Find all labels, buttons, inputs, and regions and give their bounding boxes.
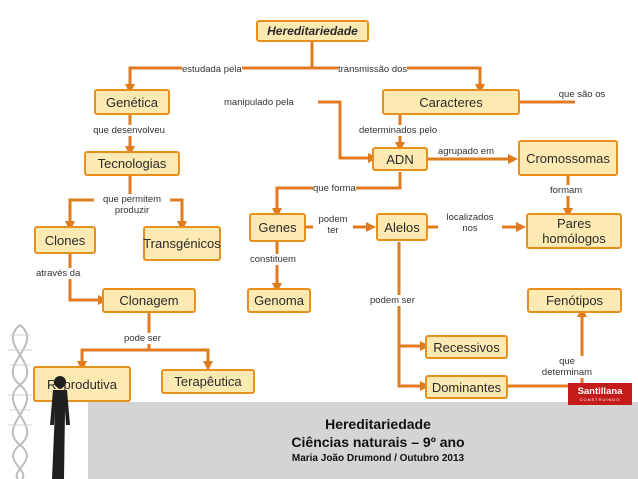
label-determinados-pelo: determinados pelo [359, 125, 438, 136]
footer-author: Maria João Drumond / Outubro 2013 [291, 453, 465, 464]
label-constituem: constituem [250, 254, 296, 265]
label-manipulado-pela: manipulado pela [224, 97, 294, 108]
node-caracteres: Caracteres [382, 89, 520, 115]
label-formam: formam [550, 185, 583, 196]
node-clonagem: Clonagem [102, 288, 196, 313]
footer-subtitle: Ciências naturais – 9º ano [291, 434, 465, 450]
node-clones: Clones [34, 226, 96, 254]
logo-sub: CONSTRUINDO [579, 397, 621, 402]
node-terapeutica: Terapêutica [161, 369, 255, 394]
dna-human-figure-icon [8, 324, 70, 479]
label-podem-ter: podem ter [313, 214, 353, 236]
node-genes: Genes [249, 213, 306, 242]
node-fenotipos: Fenótipos [527, 288, 622, 313]
logo-name: Santillana [577, 386, 623, 397]
label-que-permitem-produzir: que permitem produzir [94, 194, 170, 216]
santillana-logo: Santillana CONSTRUINDO [568, 383, 632, 405]
label-atraves-da: através da [36, 268, 81, 279]
label-pode-ser: pode ser [124, 333, 161, 344]
node-hereditariedade: Hereditariedade [256, 20, 369, 42]
footer-banner: Hereditariedade Ciências naturais – 9º a… [88, 402, 638, 479]
label-podem-ser: podem ser [370, 295, 415, 306]
label-que-desenvolveu: que desenvolveu [90, 125, 168, 136]
node-cromossomas: Cromossomas [518, 140, 618, 176]
label-transmissao-dos: transmissão dos [338, 64, 408, 75]
node-alelos: Alelos [376, 213, 428, 241]
node-tecnologias: Tecnologias [84, 151, 180, 176]
node-reprodutiva: Reprodutiva [33, 366, 131, 402]
node-pares-homologos: Pares homólogos [526, 213, 622, 249]
node-genetica: Genética [94, 89, 170, 115]
label-que-determinam: que determinam [536, 356, 598, 378]
node-recessivos: Recessivos [425, 335, 508, 359]
node-dominantes: Dominantes [425, 375, 508, 399]
node-genoma: Genoma [247, 288, 311, 313]
label-que-sao-os: que são os [556, 89, 608, 100]
footer-title: Hereditariedade [325, 416, 431, 432]
label-que-forma: que forma [313, 183, 356, 194]
label-agrupado-em: agrupado em [438, 146, 494, 157]
node-transgenicos: Transgénicos [143, 226, 221, 261]
label-estudada-pela: estudada pela [182, 64, 242, 75]
label-localizados-nos: localizados nos [438, 212, 502, 234]
node-adn: ADN [372, 147, 428, 171]
